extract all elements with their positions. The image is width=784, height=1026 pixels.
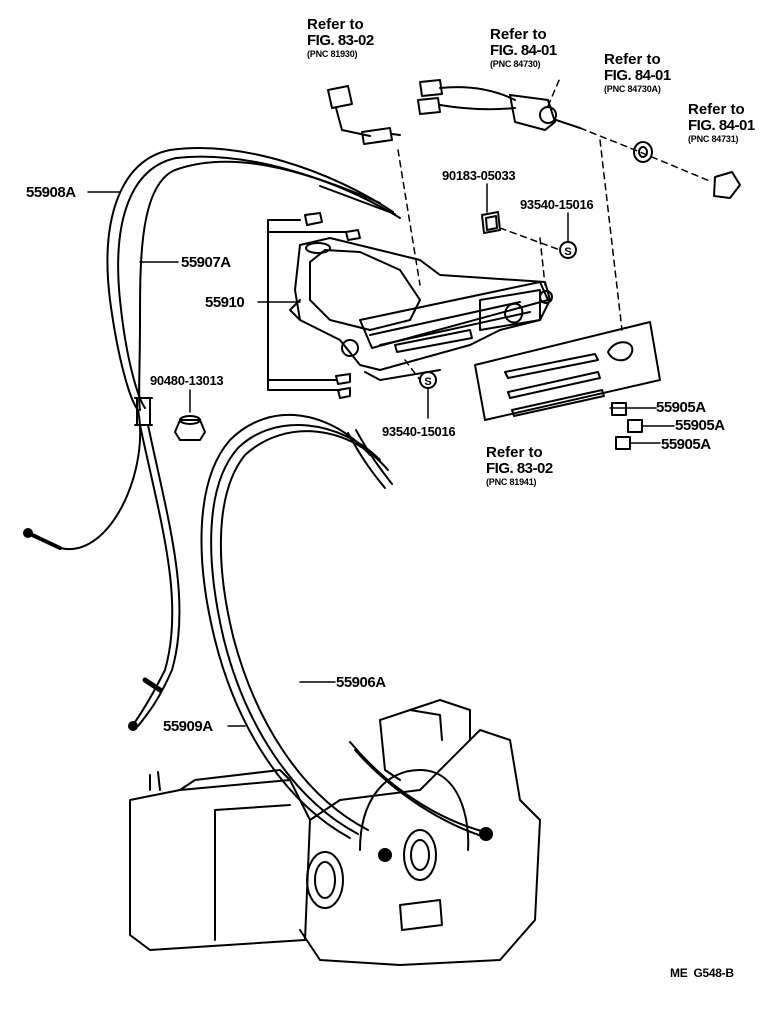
part-label-55907A: 55907A: [181, 254, 231, 271]
ref-label-fig-83-02-81941: Refer to FIG. 83-02 (PNC 81941): [486, 444, 553, 487]
ref-line-2: FIG. 83-02: [486, 460, 553, 477]
ref-line-3: (PNC 81941): [486, 477, 537, 487]
ref-line-1: Refer to: [486, 444, 543, 461]
connector-81930: [328, 86, 400, 144]
s-marks: S S: [420, 242, 576, 388]
svg-text:S: S: [564, 246, 571, 258]
part-84731: [714, 172, 740, 198]
figure-code: ME G548-B: [670, 966, 734, 980]
cable-55908A: [24, 148, 400, 549]
part-label-55908A: 55908A: [26, 184, 76, 201]
control-panel-face: [475, 322, 660, 420]
ref-line-1: Refer to: [307, 16, 364, 33]
ref-line-2: FIG. 84-01: [688, 117, 755, 134]
heater-unit: [130, 700, 540, 965]
ref-label-fig-84-01-84731: Refer to FIG. 84-01 (PNC 84731): [688, 101, 755, 144]
ref-line-1: Refer to: [604, 51, 661, 68]
ref-line-1: Refer to: [688, 101, 745, 118]
ref-line-3: (PNC 84730): [490, 59, 541, 69]
part-label-55910: 55910: [205, 294, 245, 311]
ref-line-2: FIG. 84-01: [604, 67, 671, 84]
part-label-55905A-3: 55905A: [661, 436, 711, 453]
cable-55907A: [129, 162, 380, 730]
ref-line-1: Refer to: [490, 26, 547, 43]
clip-90183-05033: [482, 212, 500, 233]
part-label-90183-05033: 90183-05033: [442, 168, 516, 183]
ref-line-2: FIG. 84-01: [490, 42, 557, 59]
grommet-90480-13013: [175, 416, 205, 440]
part-label-55905A-2: 55905A: [675, 417, 725, 434]
part-label-93540-15016-lower: 93540-15016: [382, 424, 456, 439]
knob-55905A: [612, 403, 642, 449]
ref-line-2: FIG. 83-02: [307, 32, 374, 49]
heater-control-assembly: [290, 238, 552, 380]
ref-line-3: (PNC 84730A): [604, 84, 661, 94]
part-label-55905A-1: 55905A: [656, 399, 706, 416]
ref-line-3: (PNC 84731): [688, 134, 739, 144]
svg-text:S: S: [424, 376, 431, 388]
screws: [268, 213, 360, 398]
ref-label-fig-84-01-84730: Refer to FIG. 84-01 (PNC 84730): [490, 26, 557, 69]
leader-lines: [88, 184, 674, 726]
ref-label-fig-83-02-81930: Refer to FIG. 83-02 (PNC 81930): [307, 16, 374, 59]
ref-line-3: (PNC 81930): [307, 49, 358, 59]
dashed-guides: [398, 78, 712, 380]
cable-55906A: [201, 415, 492, 861]
part-84730A: [634, 142, 652, 162]
part-label-90480-13013: 90480-13013: [150, 373, 224, 388]
part-label-55909A: 55909A: [163, 718, 213, 735]
part-label-93540-15016-upper: 93540-15016: [520, 197, 594, 212]
part-label-55906A: 55906A: [336, 674, 386, 691]
switch-84730: [418, 80, 580, 130]
ref-label-fig-84-01-84730A: Refer to FIG. 84-01 (PNC 84730A): [604, 51, 671, 94]
